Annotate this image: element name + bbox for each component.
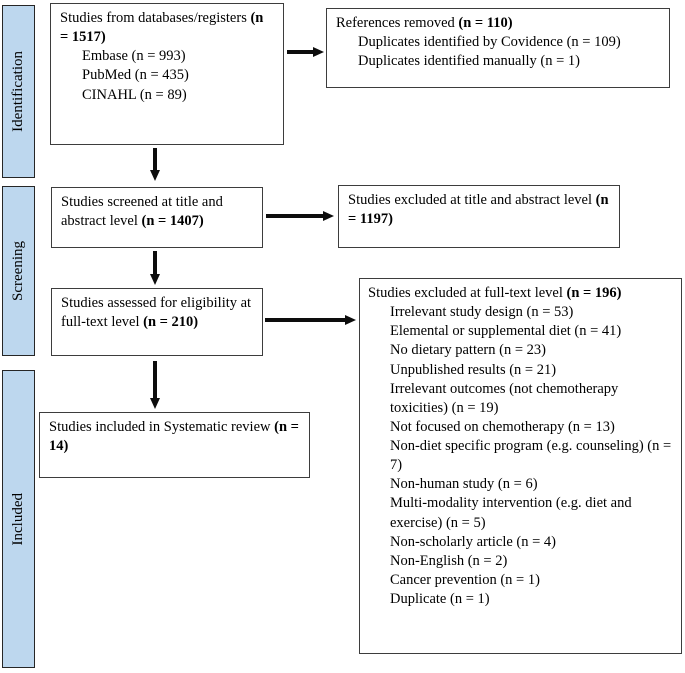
list-item: Irrelevant outcomes (not chemotherapy to… — [390, 380, 619, 416]
list-item: PubMed (n = 435) — [82, 67, 189, 84]
arrow-head — [323, 211, 334, 221]
box-screened-title-abstract: Studies screened at title and abstract l… — [51, 187, 263, 248]
box-count: (n = 196) — [566, 285, 622, 301]
box-count: (n = 210) — [143, 314, 199, 331]
stage-label-included: Included — [2, 370, 35, 668]
box-title: Studies from databases/registers — [60, 10, 247, 26]
list-item: Non-English (n = 2) — [390, 552, 508, 569]
arrow-right-icon — [265, 314, 356, 326]
arrow-shaft — [287, 50, 313, 54]
list-item: Elemental or supplemental diet (n = 41) — [390, 323, 622, 340]
box-item-list: Duplicates identified by Covidence (n = … — [336, 33, 660, 71]
list-item: Duplicates identified manually (n = 1) — [358, 53, 580, 70]
arrow-down-icon — [149, 251, 161, 285]
box-title: Studies screened at title and abstract l… — [61, 194, 223, 230]
list-item: CINAHL (n = 89) — [82, 86, 187, 103]
box-included-systematic-review: Studies included in Systematic review (n… — [39, 412, 310, 478]
arrow-right-icon — [287, 46, 324, 58]
box-heading: References removed (n = 110) — [336, 14, 660, 33]
box-item-list: Embase (n = 993) PubMed (n = 435) CINAHL (… — [60, 47, 274, 104]
box-heading: Studies excluded at title and abstract l… — [348, 191, 610, 229]
arrow-shaft — [265, 318, 345, 322]
box-count: (n = 1197) — [348, 192, 609, 228]
list-item: Not focused on chemotherapy (n = 13) — [390, 418, 615, 435]
arrow-right-icon — [266, 210, 334, 222]
list-item: Non-scholarly article (n = 4) — [390, 533, 557, 550]
box-heading: Studies assessed for eligibility at full… — [61, 294, 253, 332]
box-count: (n = 1407) — [141, 213, 204, 230]
box-item-list: Irrelevant study design (n = 53) Elementa… — [368, 303, 673, 609]
list-item: Cancer prevention (n = 1) — [390, 571, 540, 588]
list-item: Non-human study (n = 6) — [390, 476, 538, 493]
stage-label-identification: Identification — [2, 5, 35, 178]
arrow-down-icon — [149, 361, 161, 409]
box-title: References removed — [336, 15, 455, 31]
box-title: Studies assessed for eligibility at full… — [61, 295, 252, 331]
list-item: Duplicates identified by Covidence (n = … — [358, 34, 621, 51]
list-item: Embase (n = 993) — [82, 48, 186, 65]
list-item: Duplicate (n = 1) — [390, 591, 490, 607]
box-title: Studies excluded at title and abstract l… — [348, 192, 593, 208]
arrow-head — [150, 398, 160, 409]
box-count: (n = 14) — [49, 419, 299, 455]
box-excluded-fulltext: Studies excluded at full-text level (n =… — [359, 278, 682, 654]
arrow-shaft — [153, 251, 157, 274]
box-studies-from-databases: Studies from databases/registers (n = 15… — [50, 3, 284, 145]
arrow-head — [345, 315, 356, 325]
arrow-shaft — [153, 148, 157, 170]
stage-label-screening: Screening — [2, 186, 35, 356]
list-item: Irrelevant study design (n = 53) — [390, 304, 574, 321]
list-item: No dietary pattern (n = 23) — [390, 342, 546, 359]
box-heading: Studies excluded at full-text level (n =… — [368, 284, 673, 303]
arrow-shaft — [266, 214, 323, 218]
box-count: (n = 1517) — [60, 10, 264, 46]
arrow-head — [313, 47, 324, 57]
box-count: (n = 110) — [458, 15, 513, 31]
stage-label-text: Screening — [9, 241, 26, 301]
box-heading: Studies from databases/registers (n = 15… — [60, 9, 274, 47]
stage-label-text: Identification — [9, 51, 26, 132]
stage-label-text: Included — [9, 492, 26, 546]
box-heading: Studies screened at title and abstract l… — [61, 193, 253, 231]
box-title: Studies included in Systematic review — [49, 419, 271, 435]
box-title: Studies excluded at full-text level — [368, 285, 563, 301]
list-item: Multi-modality intervention (e.g. diet a… — [390, 495, 632, 531]
list-item: Unpublished results (n = 21) — [390, 361, 557, 378]
box-excluded-title-abstract: Studies excluded at title and abstract l… — [338, 185, 620, 248]
arrow-down-icon — [149, 148, 161, 181]
arrow-head — [150, 274, 160, 285]
list-item: Non-diet specific program (e.g. counseli… — [390, 438, 672, 474]
box-heading: Studies included in Systematic review (n… — [49, 418, 300, 456]
box-assessed-fulltext: Studies assessed for eligibility at full… — [51, 288, 263, 356]
arrow-shaft — [153, 361, 157, 398]
arrow-head — [150, 170, 160, 181]
box-references-removed: References removed (n = 110) Duplicates … — [326, 8, 670, 88]
